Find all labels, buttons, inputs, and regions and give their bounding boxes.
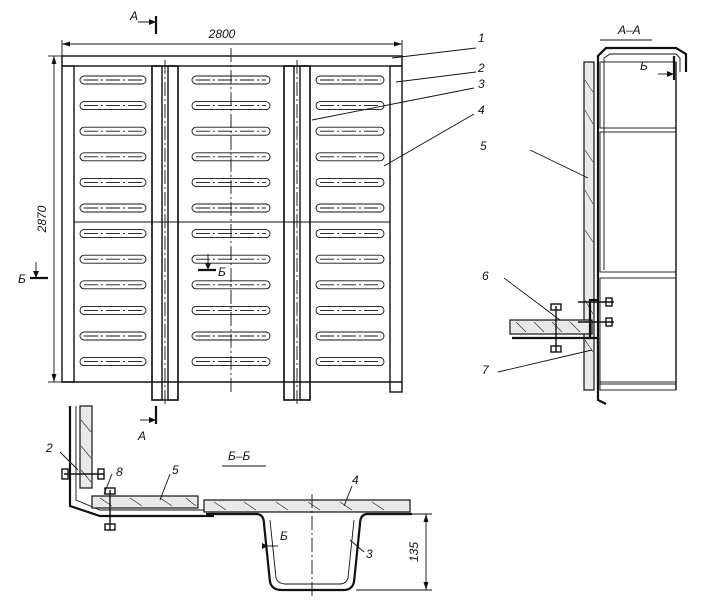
width-value: 2800 <box>208 27 236 41</box>
slot <box>191 177 271 187</box>
slot <box>315 305 385 315</box>
section-b-detail-label: Б <box>280 529 288 543</box>
slot <box>79 75 147 85</box>
detail-callout-2: 2 <box>45 441 53 455</box>
callout-4: 4 <box>478 103 485 117</box>
slot <box>79 331 147 341</box>
section-b-side-label: Б <box>640 59 648 73</box>
slot <box>191 254 271 264</box>
front-view <box>61 48 403 404</box>
slot <box>79 203 147 213</box>
section-aa-view: А–А Б <box>497 23 688 405</box>
slot <box>79 152 147 162</box>
slot <box>191 203 271 213</box>
slot-grid <box>79 75 385 367</box>
slot <box>315 177 385 187</box>
slot <box>191 75 271 85</box>
section-a-bottom-label: А <box>137 429 146 443</box>
section-b-marker-left: Б <box>18 262 48 286</box>
slot <box>191 152 271 162</box>
slot <box>191 229 271 239</box>
callout-6: 6 <box>482 269 489 283</box>
dimension-width: 2800 <box>61 27 403 56</box>
slot <box>191 305 271 315</box>
section-b-marker-mid: Б <box>198 254 226 279</box>
front-leaders <box>311 47 477 167</box>
depth-value: 135 <box>407 542 421 562</box>
slot <box>315 254 385 264</box>
slot <box>315 280 385 290</box>
callout-1: 1 <box>478 31 485 45</box>
detail-callout-3: 3 <box>366 547 373 561</box>
slot <box>79 280 147 290</box>
section-bb-title: Б–Б <box>228 449 250 463</box>
section-bb-view: Б–Б Б 135 <box>203 449 432 596</box>
detail-callout-4: 4 <box>352 473 359 487</box>
slot <box>315 331 385 341</box>
detail-callout-5: 5 <box>172 463 179 477</box>
slot <box>191 280 271 290</box>
slot <box>79 101 147 111</box>
slot <box>191 357 271 367</box>
slot <box>79 305 147 315</box>
slot <box>79 254 147 264</box>
callout-5: 5 <box>480 139 487 153</box>
slot <box>79 229 147 239</box>
slot <box>191 101 271 111</box>
section-a-top-label: А <box>129 9 138 23</box>
slot <box>315 203 385 213</box>
detail-callout-8: 8 <box>116 465 123 479</box>
slot <box>79 177 147 187</box>
slot <box>315 229 385 239</box>
callout-3: 3 <box>478 77 485 91</box>
dimension-height: 2870 <box>35 55 62 383</box>
corner-detail <box>59 405 214 531</box>
height-value: 2870 <box>35 205 49 233</box>
section-aa-title: А–А <box>617 23 641 37</box>
slot <box>191 331 271 341</box>
callout-2: 2 <box>477 61 485 75</box>
slot <box>315 357 385 367</box>
slot <box>315 126 385 136</box>
section-a-marker-top: А <box>129 9 158 34</box>
slot <box>315 75 385 85</box>
callout-7: 7 <box>482 363 490 377</box>
slot <box>79 126 147 136</box>
section-b-mid-label: Б <box>218 265 226 279</box>
slot <box>79 357 147 367</box>
slot <box>315 152 385 162</box>
section-a-marker-bottom: А <box>137 406 158 443</box>
slot <box>191 126 271 136</box>
section-b-left-label: Б <box>18 272 26 286</box>
